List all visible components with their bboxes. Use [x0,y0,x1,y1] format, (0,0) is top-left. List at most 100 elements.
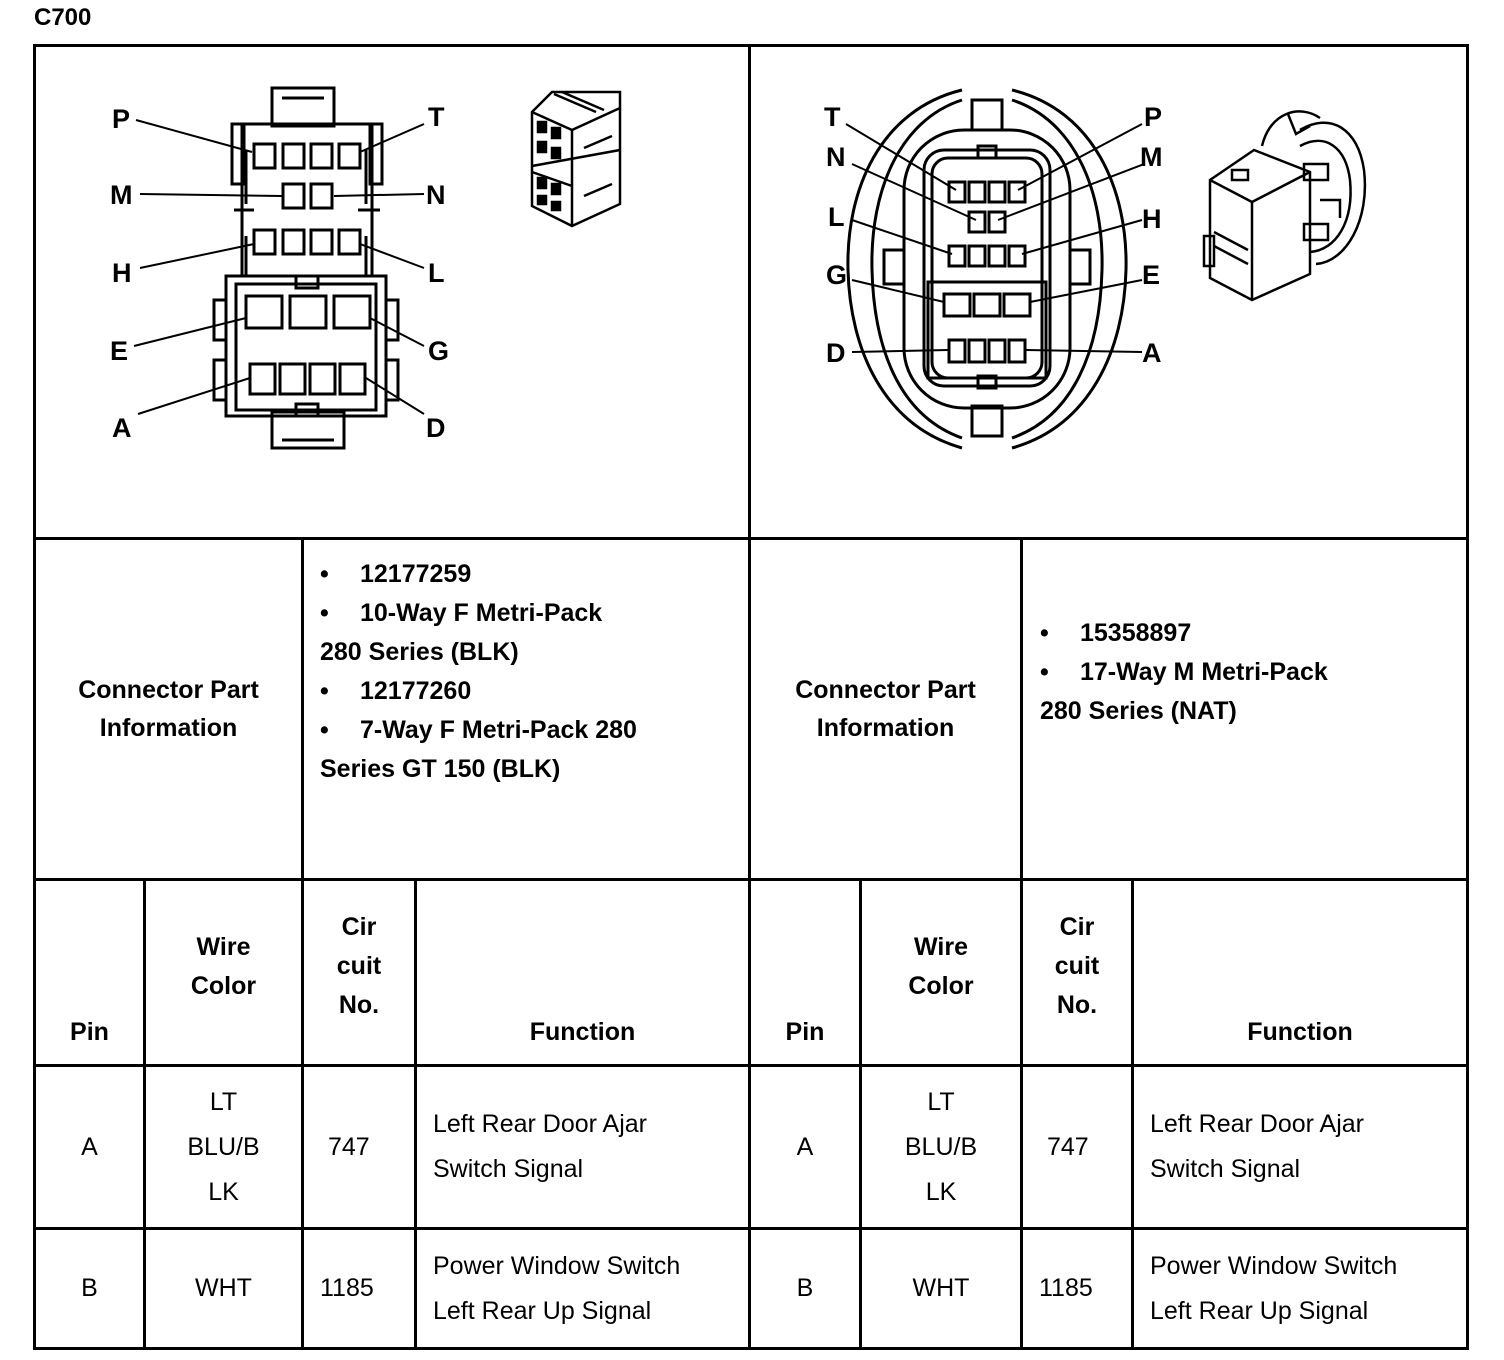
pin-label-H: H [1142,204,1162,234]
pin-label-T: T [824,102,841,132]
part-info-label-line: Information [99,714,238,742]
table-cell-function: Power Window Switch Left Rear Up Signal [417,1230,748,1347]
table-cell-function: Left Rear Door Ajar Switch Signal [417,1067,748,1227]
wire-color-line: BLU/B [904,1132,978,1161]
part-description-cont: 280 Series (NAT) [1040,697,1237,725]
bullet: • [1040,619,1049,647]
pin-label-A: A [1142,338,1162,368]
col-header-pin: Pin [36,881,143,1064]
bullet: • [320,599,329,627]
col-header-function: Function [417,881,748,1064]
header-text: Color [908,971,974,1000]
part-description: 7-Way F Metri-Pack 280 [360,716,637,744]
function-line: Left Rear Door Ajar [433,1110,647,1138]
divider [859,878,862,1350]
part-info-item: • 12177260 [320,672,637,711]
pin-label-M: M [1140,142,1163,172]
table-cell-pin: B [36,1230,143,1347]
bullet: • [1040,658,1049,686]
circuit-value: 747 [1047,1132,1089,1161]
function-line: Left Rear Up Signal [433,1296,652,1325]
left-part-info-label: Connector Part Information [36,540,301,878]
pin-label-P: P [1144,102,1162,132]
header-text: Pin [785,1018,825,1046]
right-connector-face-diagram: T P N M L H G E D A [824,88,1367,450]
pin-label-P: P [112,104,130,134]
col-header-wire-color: Wire Color [146,881,301,1064]
col-header-function: Function [1134,881,1466,1064]
col-header-circuit: Cir cuit No. [1023,881,1131,1064]
pin-label-E: E [1142,260,1160,290]
pin-label-E: E [110,336,128,366]
header-text: Pin [70,1018,109,1046]
function-line: Left Rear Door Ajar [1150,1110,1364,1138]
table-cell-circuit: 747 [304,1067,414,1227]
header-text: cuit [336,952,382,980]
pin-value: A [81,1132,98,1161]
col-header-wire-color: Wire Color [862,881,1020,1064]
pin-label-T: T [428,102,445,132]
pin-value: B [796,1274,814,1302]
table-cell-circuit: 1185 [1023,1230,1131,1347]
header-text: No. [338,991,380,1019]
right-part-info-label: Connector Part Information [751,540,1020,878]
part-info-item: • 17-Way M Metri-Pack [1040,653,1328,692]
header-text: Wire [914,932,968,961]
part-number: 12177260 [360,677,472,705]
pin-value: B [81,1274,98,1302]
pin-label-H: H [112,258,132,288]
part-number: 15358897 [1080,619,1192,647]
part-info-label-line: Connector Part [78,676,259,704]
left-connector-face-diagram: P T M N H L E G A D [110,86,622,450]
part-info-item: • 10-Way F Metri-Pack [320,594,637,633]
pin-label-G: G [428,336,449,366]
wire-color-line: BLU/B [187,1132,260,1161]
function-line: Power Window Switch [1150,1251,1398,1280]
divider [748,44,751,1350]
part-info-label-line: Connector Part [795,676,976,704]
table-cell-wire-color: WHT [862,1230,1020,1347]
table-cell-circuit: 1185 [304,1230,414,1347]
table-cell-pin: A [751,1067,859,1227]
divider [143,878,146,1350]
header-text: Cir [341,913,377,941]
pin-value: A [796,1132,814,1161]
part-info-item: • 7-Way F Metri-Pack 280 [320,711,637,750]
table-cell-wire-color: LT BLU/B LK [862,1067,1020,1227]
header-text: Color [190,971,257,1000]
pin-label-L: L [428,258,445,288]
header-text: No. [1056,991,1098,1019]
function-line: Switch Signal [1150,1155,1301,1183]
col-header-circuit: Cir cuit No. [304,881,414,1064]
table-cell-circuit: 747 [1023,1067,1131,1227]
bullet: • [320,716,329,744]
divider [33,878,1469,881]
header-text: Cir [1059,913,1095,941]
pin-label-N: N [826,142,846,172]
wire-color-line: LK [925,1177,957,1206]
part-number: 12177259 [360,560,472,588]
wire-color-line: LT [927,1087,955,1116]
part-info-item: • 15358897 [1040,614,1328,653]
part-description-cont: 280 Series (BLK) [320,638,519,666]
wire-color-line: WHT [195,1274,252,1302]
circuit-value: 1185 [1039,1274,1093,1302]
pin-label-D: D [426,413,446,443]
pin-label-N: N [426,180,446,210]
bullet: • [320,677,329,705]
table-cell-wire-color: LT BLU/B LK [146,1067,301,1227]
divider [414,878,417,1350]
function-line: Switch Signal [433,1155,584,1183]
table-cell-wire-color: WHT [146,1230,301,1347]
table-cell-function: Power Window Switch Left Rear Up Signal [1134,1230,1466,1347]
pin-label-D: D [826,338,846,368]
header-text: cuit [1054,952,1100,980]
wire-color-line: WHT [912,1274,970,1302]
table-cell-pin: B [751,1230,859,1347]
part-info-item: • 12177259 [320,555,637,594]
circuit-value: 747 [328,1132,370,1161]
function-line: Power Window Switch [433,1251,681,1280]
left-part-info-list: • 12177259 • 10-Way F Metri-Pack 280 Ser… [320,555,637,789]
part-info-label-line: Information [816,714,955,742]
table-cell-function: Left Rear Door Ajar Switch Signal [1134,1067,1466,1227]
